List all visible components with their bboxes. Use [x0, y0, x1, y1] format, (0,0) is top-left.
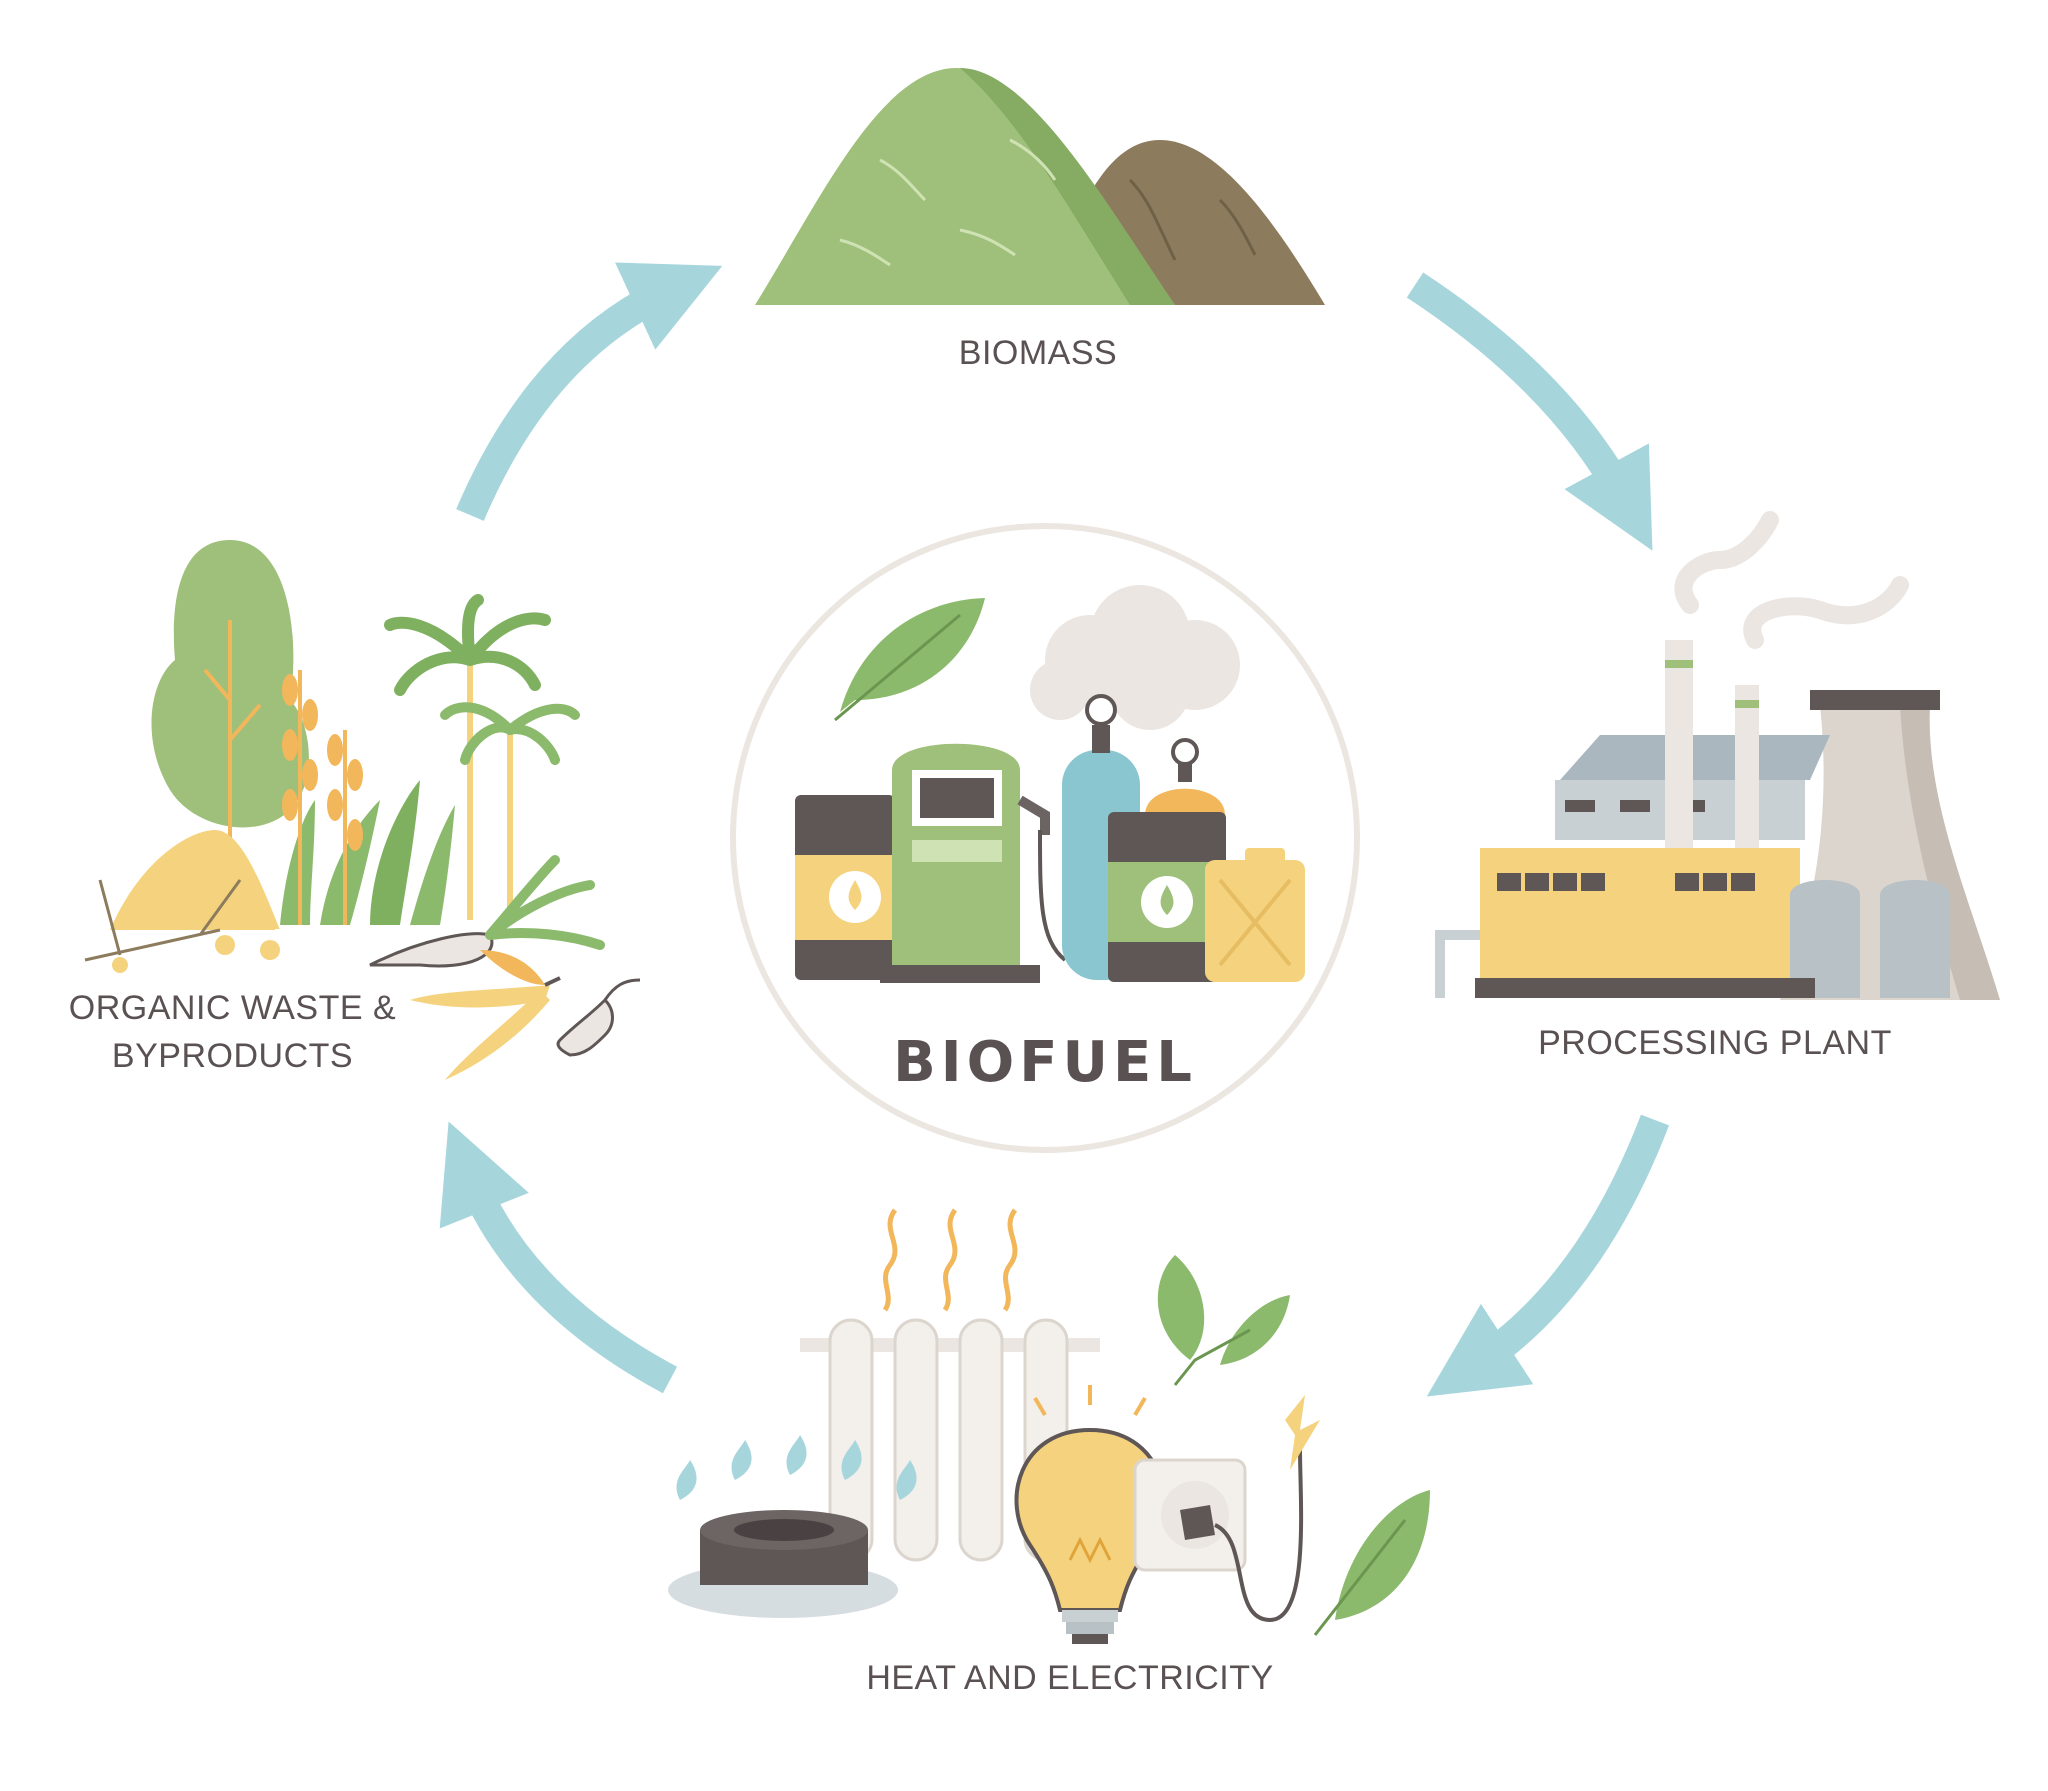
hay-pile-icon [110, 830, 280, 930]
apple-core-icon [556, 978, 641, 1057]
leaf-icon [1157, 1255, 1205, 1360]
grass-icon [275, 780, 455, 931]
stage-label-biomass: BIOMASS [958, 334, 1118, 372]
biofuel-icons [795, 585, 1305, 983]
power-socket-icon [1133, 1395, 1320, 1623]
stage-label-heat-electricity: HEAT AND ELECTRICITY [866, 1659, 1274, 1697]
wheat-icon [282, 670, 363, 925]
cycle-arrows [439, 262, 1670, 1397]
root-vegetable-icon [369, 855, 605, 968]
center-title: BIOFUEL [893, 1030, 1197, 1095]
arrow-waste-to-biomass [456, 262, 723, 521]
stage-label-processing-plant: PROCESSING PLANT [1538, 1024, 1892, 1062]
cloud-icon [1030, 585, 1240, 730]
barrel-icon [795, 795, 895, 980]
organic-waste-icons [84, 540, 641, 1080]
fuel-pump-icon [880, 743, 1067, 983]
arrow-plant-to-heat [1426, 1114, 1670, 1397]
leaf-icon [1220, 1295, 1290, 1365]
heat-wave-icon [882, 1208, 898, 1312]
gas-burner-icon [668, 1435, 917, 1618]
arrow-biomass-to-plant [1406, 272, 1653, 551]
jerrycan-icon [1205, 848, 1305, 982]
arrow-heat-to-waste [439, 1121, 678, 1394]
biomass-hills-icon [755, 68, 1325, 305]
palm-icon [384, 594, 580, 920]
heat-electricity-icons [668, 1208, 1430, 1644]
light-bulb-icon [1014, 1385, 1166, 1644]
tree-icon [151, 540, 309, 860]
tank-icon [1145, 738, 1225, 815]
stage-label-organic-waste-line1: ORGANIC WASTE & [68, 989, 397, 1027]
processing-plant-icon [1435, 511, 2000, 1000]
banana-peel-icon [410, 950, 561, 1080]
leaf-icon [1335, 1490, 1430, 1620]
stage-label-organic-waste-line2: BYPRODUCTS [111, 1037, 354, 1075]
